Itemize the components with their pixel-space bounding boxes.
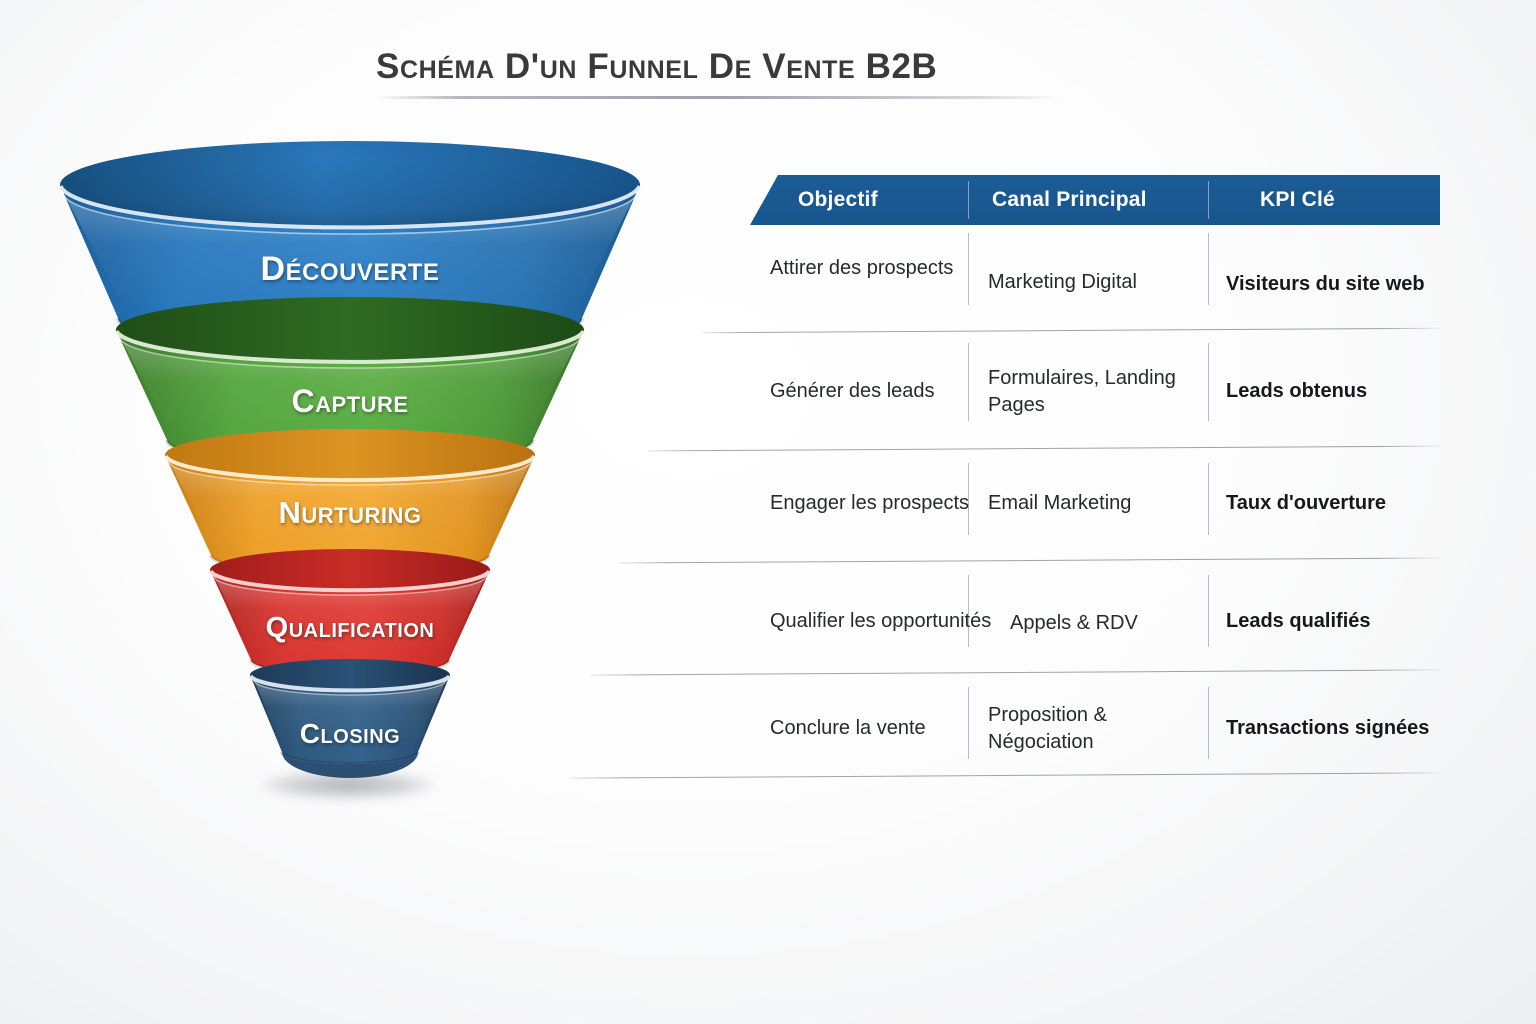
column-header-kpi: KPI Clé bbox=[1260, 188, 1335, 211]
cell-canal-4: Appels & RDV bbox=[1010, 612, 1138, 634]
funnel-stage-closing[interactable] bbox=[248, 659, 452, 778]
column-divider-7 bbox=[968, 575, 969, 647]
cell-objectif-3: Engager les prospects bbox=[770, 492, 970, 514]
cell-kpi-3: Taux d'ouverture bbox=[1226, 492, 1386, 514]
cell-kpi-2: Leads obtenus bbox=[1226, 380, 1368, 402]
cell-objectif-4: Qualifier les opportunités bbox=[770, 610, 992, 632]
column-divider-10 bbox=[1208, 687, 1209, 759]
column-divider-2 bbox=[1208, 233, 1209, 305]
funnel-details-table: Objectif Canal Principal KPI Clé Attirer… bbox=[560, 175, 1460, 785]
column-divider-1 bbox=[968, 233, 969, 305]
column-header-canal: Canal Principal bbox=[992, 188, 1147, 211]
title-block: Schéma d'un Funnel de Vente B2B bbox=[376, 47, 1076, 99]
column-divider-6 bbox=[1208, 463, 1209, 535]
column-divider-5 bbox=[968, 463, 969, 535]
row-divider-5 bbox=[570, 772, 1440, 779]
cell-kpi-5: Transactions signées bbox=[1226, 717, 1430, 739]
cell-objectif-5: Conclure la vente bbox=[770, 717, 926, 739]
column-divider-8 bbox=[1208, 575, 1209, 647]
row-divider-2 bbox=[648, 445, 1440, 452]
column-header-objectif: Objectif bbox=[798, 188, 878, 211]
cell-canal-1: Marketing Digital bbox=[988, 271, 1137, 293]
table-header-bar bbox=[750, 175, 1440, 225]
cell-kpi-4: Leads qualifiés bbox=[1226, 610, 1371, 632]
cell-canal-2: Formulaires, Landing Pages bbox=[988, 367, 1176, 416]
column-divider-9 bbox=[968, 687, 969, 759]
row-divider-4 bbox=[590, 669, 1440, 676]
cell-objectif-1: Attirer des prospects bbox=[770, 257, 954, 279]
funnel-drop-shadow bbox=[258, 770, 438, 800]
page-title: Schéma d'un Funnel de Vente B2B bbox=[376, 47, 938, 86]
row-divider-3 bbox=[618, 557, 1440, 564]
column-divider-4 bbox=[1208, 343, 1209, 421]
cell-canal-5: Proposition & Négociation bbox=[988, 704, 1107, 753]
cell-objectif-2: Générer des leads bbox=[770, 380, 935, 402]
funnel-diagram: Découverte Capture Nurturing Qualificati… bbox=[0, 140, 700, 820]
header-separator-1 bbox=[968, 181, 969, 219]
column-divider-3 bbox=[968, 343, 969, 421]
cell-kpi-1: Visiteurs du site web bbox=[1226, 273, 1425, 295]
funnel-stage-qualification[interactable] bbox=[208, 549, 492, 677]
funnel-stage-capture[interactable] bbox=[114, 297, 586, 468]
funnel-svg bbox=[58, 141, 642, 778]
title-underline bbox=[376, 95, 1062, 99]
row-divider-1 bbox=[702, 327, 1440, 334]
cell-canal-3: Email Marketing bbox=[988, 492, 1132, 514]
header-separator-2 bbox=[1208, 181, 1209, 219]
